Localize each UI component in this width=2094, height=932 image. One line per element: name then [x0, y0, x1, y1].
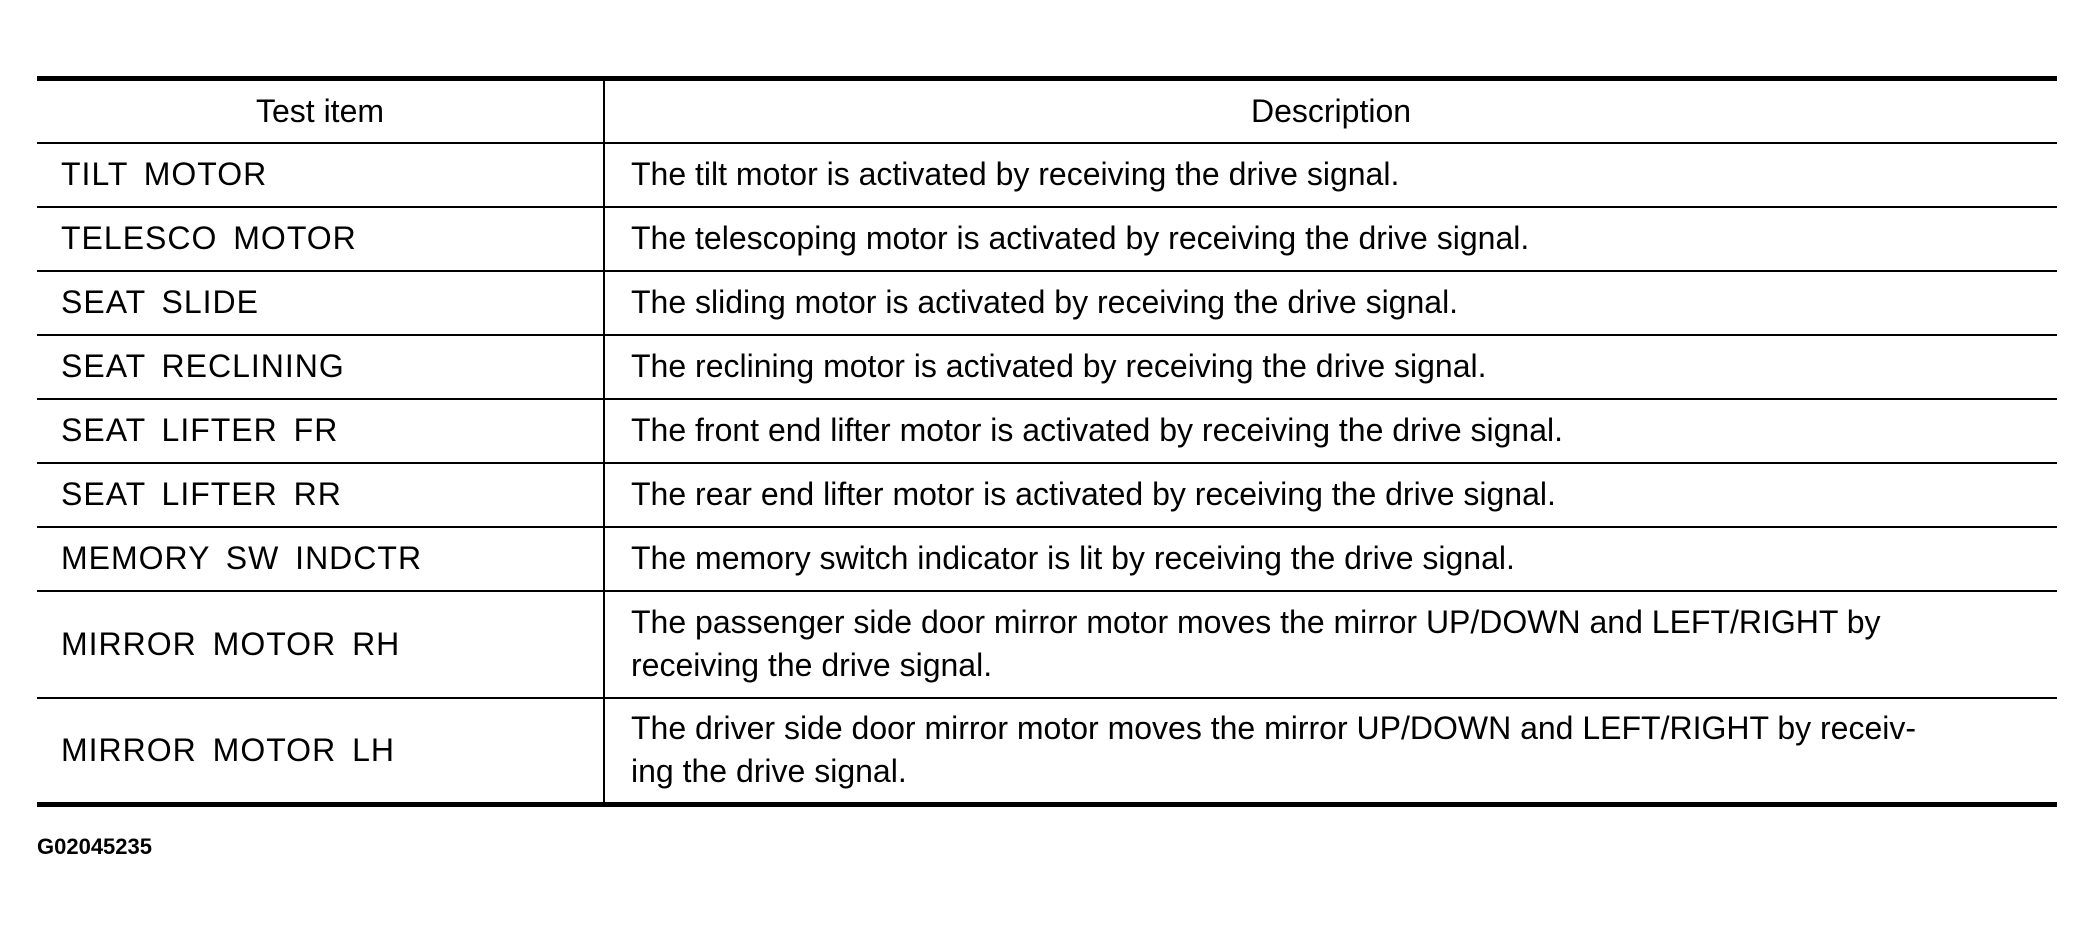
test-item-table: Test item Description TILT MOTOR The til… — [37, 76, 2057, 807]
test-item-cell: SEAT LIFTER FR — [37, 398, 605, 464]
test-item-cell: TELESCO MOTOR — [37, 206, 605, 272]
table-row: MIRROR MOTOR LH The driver side door mir… — [37, 697, 2057, 807]
test-item-cell: MEMORY SW INDCTR — [37, 526, 605, 592]
description-cell: The passenger side door mirror motor mov… — [604, 590, 2057, 699]
description-cell: The tilt motor is activated by receiving… — [604, 142, 2057, 208]
description-cell: The front end lifter motor is activated … — [604, 398, 2057, 464]
table-row: SEAT SLIDE The sliding motor is activate… — [37, 270, 2057, 336]
header-test-item: Test item — [37, 76, 605, 144]
table-row: SEAT LIFTER FR The front end lifter moto… — [37, 398, 2057, 464]
table-header-row: Test item Description — [37, 76, 2057, 144]
description-cell: The rear end lifter motor is activated b… — [604, 462, 2057, 528]
table-row: TILT MOTOR The tilt motor is activated b… — [37, 142, 2057, 208]
description-cell: The telescoping motor is activated by re… — [604, 206, 2057, 272]
description-cell: The sliding motor is activated by receiv… — [604, 270, 2057, 336]
test-item-cell: SEAT RECLINING — [37, 334, 605, 400]
test-item-cell: SEAT SLIDE — [37, 270, 605, 336]
header-description: Description — [604, 76, 2057, 144]
table-row: MIRROR MOTOR RH The passenger side door … — [37, 590, 2057, 699]
description-cell: The driver side door mirror motor moves … — [604, 697, 2057, 807]
test-item-cell: MIRROR MOTOR LH — [37, 697, 605, 807]
table-row: SEAT LIFTER RR The rear end lifter motor… — [37, 462, 2057, 528]
test-item-cell: TILT MOTOR — [37, 142, 605, 208]
figure-id: G02045235 — [37, 834, 152, 859]
test-item-cell: SEAT LIFTER RR — [37, 462, 605, 528]
description-cell: The memory switch indicator is lit by re… — [604, 526, 2057, 592]
description-line: The driver side door mirror motor moves … — [631, 710, 1917, 747]
description-cell: The reclining motor is activated by rece… — [604, 334, 2057, 400]
table-row: MEMORY SW INDCTR The memory switch indic… — [37, 526, 2057, 592]
description-line: receiving the drive signal. — [631, 647, 993, 683]
description-line: The passenger side door mirror motor mov… — [631, 604, 1881, 640]
test-item-cell: MIRROR MOTOR RH — [37, 590, 605, 699]
description-line: ing the drive signal. — [631, 753, 907, 790]
table-row: TELESCO MOTOR The telescoping motor is a… — [37, 206, 2057, 272]
table-row: SEAT RECLINING The reclining motor is ac… — [37, 334, 2057, 400]
